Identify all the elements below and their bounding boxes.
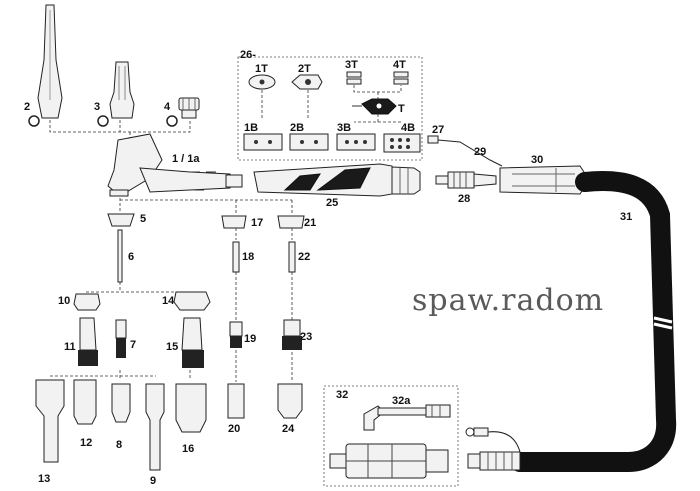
back-cap-long [37, 4, 63, 119]
ceramic-nozzle-large [175, 383, 207, 433]
label-31: 31 [620, 211, 632, 223]
label-16: 16 [182, 443, 194, 455]
adapter-elbow [363, 404, 451, 431]
label-1: 1 / 1a [172, 153, 200, 165]
back-cap-short [178, 97, 200, 119]
switch-kit-box [237, 56, 423, 161]
label-18: 18 [242, 251, 254, 263]
label-6: 6 [128, 251, 134, 263]
heat-shield [107, 213, 135, 227]
label-29: 29 [474, 146, 486, 158]
switch-base-2B [289, 133, 329, 151]
switch-button-1T [248, 74, 276, 120]
label-30: 30 [531, 154, 543, 166]
collet-body-small [229, 321, 243, 348]
switch-base-3B [336, 133, 376, 151]
torch-handle [253, 163, 421, 197]
ceramic-nozzle-small [111, 383, 131, 423]
gas-lens-insulator [73, 293, 101, 311]
o-ring [28, 115, 40, 127]
switch-button-4T [393, 71, 409, 85]
label-27: 27 [432, 124, 444, 136]
ceramic-nozzle-short [73, 379, 97, 425]
label-19: 19 [244, 333, 256, 345]
label-20: 20 [228, 423, 240, 435]
label-10: 10 [58, 295, 70, 307]
label-9: 9 [150, 475, 156, 487]
hose-end-control-plug [465, 427, 521, 453]
label-25: 25 [326, 197, 338, 209]
tungsten-electrode [117, 229, 123, 283]
watermark-text: spaw.radom [412, 283, 604, 318]
label-17: 17 [251, 217, 263, 229]
label-21: 21 [304, 217, 316, 229]
label-32a: 32a [392, 395, 411, 407]
label-28: 28 [458, 193, 470, 205]
power-cable-hose [510, 171, 677, 472]
label-7: 7 [130, 339, 136, 351]
label-4: 4 [164, 101, 171, 113]
hose-end-power-connector [467, 451, 521, 471]
label-24: 24 [282, 423, 295, 435]
adapter-kit-box [323, 385, 459, 487]
switch-base-4B [383, 133, 421, 153]
switch-cap-T [352, 98, 397, 115]
label-15: 15 [166, 341, 178, 353]
cable-sleeve-cover [499, 165, 585, 195]
label-11: 11 [64, 341, 76, 353]
label-T: T [398, 103, 405, 115]
cable-break-mark [653, 316, 673, 330]
control-cable [437, 139, 503, 167]
label-2B: 2B [290, 122, 304, 134]
collet-body [181, 317, 204, 368]
electrode-short [232, 241, 240, 273]
label-26: 26- [240, 49, 256, 61]
ceramic-nozzle-medium [277, 383, 303, 419]
label-4T: 4T [393, 59, 406, 71]
ceramic-nozzle-long [35, 379, 65, 463]
switch-button-3T [346, 71, 362, 85]
gas-lens-body [78, 317, 98, 366]
label-2: 2 [24, 101, 30, 113]
label-13: 13 [38, 473, 50, 485]
ceramic-nozzle-extended [145, 383, 165, 471]
label-4B: 4B [401, 122, 415, 134]
o-ring [97, 115, 109, 127]
ceramic-nozzle-stub [227, 383, 245, 419]
label-3T: 3T [345, 59, 358, 71]
label-12: 12 [80, 437, 92, 449]
o-ring [166, 115, 178, 127]
gas-lens-insulator-large [173, 291, 211, 311]
label-2T: 2T [298, 63, 311, 75]
electrode-medium [288, 241, 296, 273]
heat-shield-small [221, 215, 247, 229]
switch-button-2T [291, 74, 323, 120]
label-1B: 1B [244, 122, 258, 134]
switch-base-1B [243, 133, 283, 151]
collet-body-medium [282, 319, 302, 350]
label-32: 32 [336, 389, 348, 401]
control-plug [427, 135, 439, 144]
label-8: 8 [116, 439, 122, 451]
label-1T: 1T [255, 63, 268, 75]
collet [115, 319, 127, 358]
label-23: 23 [300, 331, 312, 343]
adapter-connector-body [329, 443, 449, 479]
gas-power-connector [435, 171, 497, 189]
back-cap-medium [109, 61, 135, 119]
label-3: 3 [94, 101, 100, 113]
heat-shield-medium [277, 215, 305, 229]
label-22: 22 [298, 251, 310, 263]
torch-head-body [107, 133, 243, 197]
label-5: 5 [140, 213, 146, 225]
label-3B: 3B [337, 122, 351, 134]
label-14: 14 [162, 295, 175, 307]
